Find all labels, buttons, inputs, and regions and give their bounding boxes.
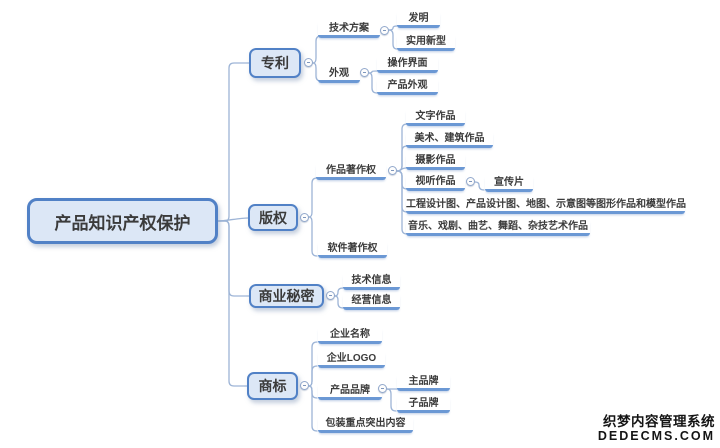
edge-root-trademark bbox=[217, 220, 248, 387]
watermark-domain-text: DEDECMS.COM bbox=[597, 429, 715, 444]
edge-product-brand-sub-brand bbox=[386, 388, 397, 412]
topic-product-appearance[interactable]: 产品外观 bbox=[377, 79, 438, 95]
edge-trademark-packaging bbox=[308, 385, 318, 432]
topic-product-brand[interactable]: 产品品牌 bbox=[318, 384, 382, 400]
topic-business-info[interactable]: 经营信息 bbox=[343, 294, 400, 310]
topic-text-works[interactable]: 文字作品 bbox=[406, 110, 465, 126]
edge-trademark-company-name bbox=[308, 341, 318, 387]
edge-trade-secret-technical-info bbox=[334, 287, 344, 297]
topic-copyright[interactable]: 版权 bbox=[248, 204, 298, 231]
topic-graphic-and-model-works[interactable]: 工程设计图、产品设计图、地图、示意图等图形作品和模型作品 bbox=[406, 198, 686, 214]
topic-invention[interactable]: 发明 bbox=[397, 12, 440, 28]
topic-company-logo[interactable]: 企业LOGO bbox=[318, 352, 385, 368]
edge-copyright-software-copyright bbox=[308, 216, 318, 257]
collapse-toggle-technical-solution[interactable] bbox=[380, 26, 389, 35]
edge-av-works-promo-video bbox=[474, 181, 485, 191]
edge-trademark-product-brand bbox=[308, 385, 318, 399]
topic-root[interactable]: 产品知识产权保护 bbox=[27, 198, 218, 244]
topic-software-copyright[interactable]: 软件著作权 bbox=[318, 242, 387, 258]
watermark-cn-text: 织梦内容管理系统 bbox=[603, 414, 715, 430]
collapse-toggle-patent[interactable] bbox=[304, 58, 313, 67]
edge-work-copyright-music-works bbox=[396, 170, 408, 235]
edge-trade-secret-business-info bbox=[334, 295, 344, 309]
topic-appearance[interactable]: 外观 bbox=[318, 67, 360, 83]
topic-technical-solution[interactable]: 技术方案 bbox=[318, 22, 380, 38]
topic-company-name[interactable]: 企业名称 bbox=[318, 328, 382, 344]
collapse-toggle-trademark[interactable] bbox=[300, 381, 309, 390]
topic-music-drama-works[interactable]: 音乐、戏剧、曲艺、舞蹈、杂技艺术作品 bbox=[406, 220, 590, 236]
collapse-toggle-product-brand[interactable] bbox=[378, 384, 387, 393]
edge-trademark-company-logo bbox=[308, 365, 318, 387]
topic-patent[interactable]: 专利 bbox=[249, 48, 301, 78]
topic-photography-works[interactable]: 摄影作品 bbox=[406, 154, 465, 170]
topic-sub-brand[interactable]: 子品牌 bbox=[397, 397, 450, 413]
collapse-toggle-appearance[interactable] bbox=[360, 68, 369, 77]
topic-trade-secret[interactable]: 商业秘密 bbox=[249, 284, 324, 308]
topic-work-copyright[interactable]: 作品著作权 bbox=[316, 164, 386, 180]
topic-trademark[interactable]: 商标 bbox=[247, 372, 298, 400]
collapse-toggle-work-copyright[interactable] bbox=[388, 166, 397, 175]
topic-art-architecture-works[interactable]: 美术、建筑作品 bbox=[406, 132, 493, 148]
watermark: 织梦内容管理系统 DEDECMS.COM bbox=[598, 415, 715, 444]
topic-main-brand[interactable]: 主品牌 bbox=[397, 375, 450, 391]
edge-technical-solution-utility-model bbox=[388, 29, 398, 50]
edge-root-patent bbox=[217, 62, 250, 222]
topic-technical-info[interactable]: 技术信息 bbox=[343, 274, 400, 290]
collapse-toggle-copyright[interactable] bbox=[300, 213, 309, 222]
topic-utility-model[interactable]: 实用新型 bbox=[397, 35, 455, 51]
topic-audiovisual-works[interactable]: 视听作品 bbox=[406, 175, 465, 191]
topic-promo-video[interactable]: 宣传片 bbox=[485, 176, 533, 192]
collapse-toggle-audiovisual-works[interactable] bbox=[466, 177, 475, 186]
edge-copyright-work-copyright bbox=[308, 177, 318, 218]
topic-packaging-highlight[interactable]: 包装重点突出内容 bbox=[318, 417, 413, 433]
edge-appearance-product-appearance bbox=[368, 72, 378, 94]
edge-technical-solution-invention bbox=[388, 25, 398, 31]
topic-operation-interface[interactable]: 操作界面 bbox=[377, 57, 438, 73]
collapse-toggle-trade-secret[interactable] bbox=[326, 291, 335, 300]
edge-patent-technical-solution bbox=[312, 35, 322, 64]
edge-root-trade-secret bbox=[217, 220, 250, 297]
